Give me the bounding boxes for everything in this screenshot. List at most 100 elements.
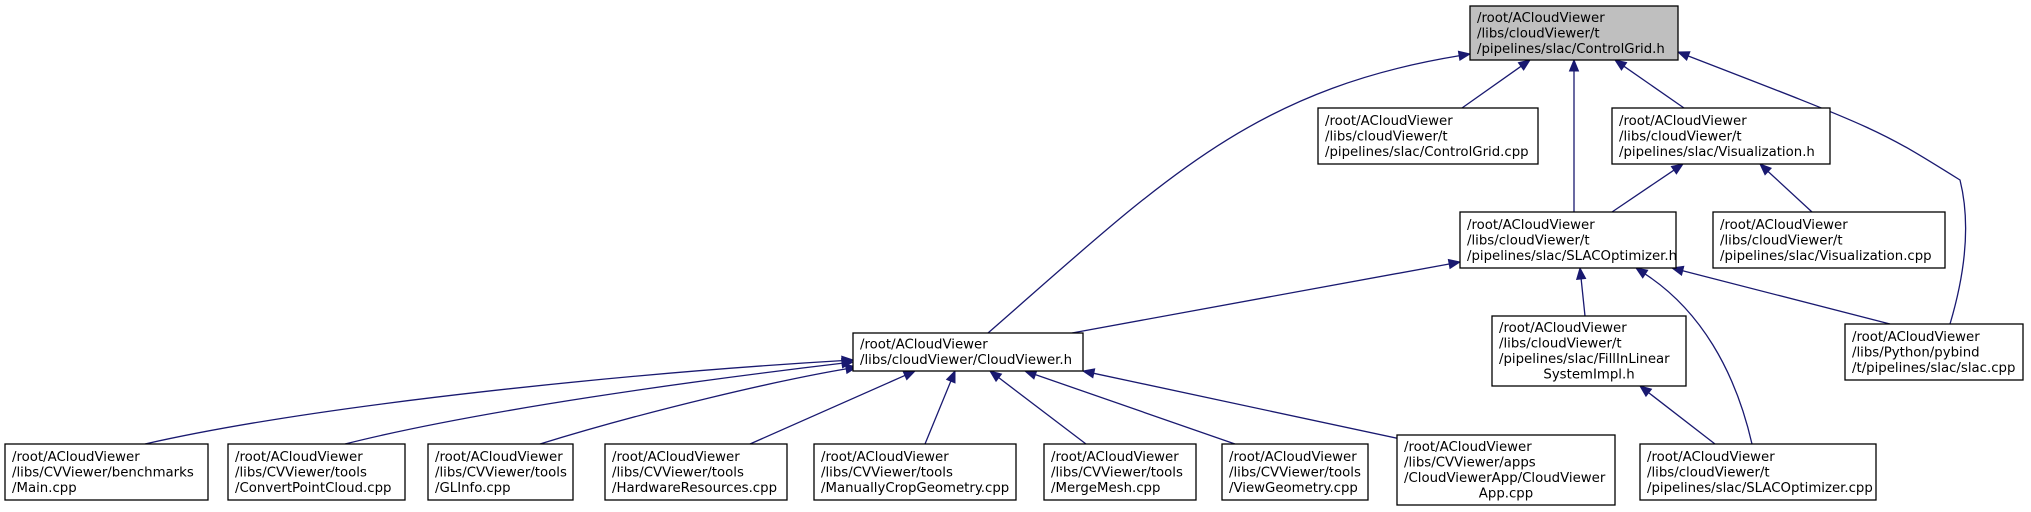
edge-line — [1071, 263, 1450, 334]
node-label-line: /root/ACloudViewer — [1720, 218, 1848, 233]
node-label-line: /libs/CVViewer/tools — [435, 465, 567, 480]
arrowhead-icon — [1447, 258, 1462, 270]
edge-cloudviewer_h-to-slacoptimizer_h — [1071, 258, 1462, 334]
node-slacoptimizer-cpp[interactable]: /root/ACloudViewer/libs/cloudViewer/t/pi… — [1639, 443, 1877, 501]
node-box — [1491, 315, 1687, 387]
edge-line — [998, 377, 1087, 445]
node-label-line: /root/ACloudViewer — [1467, 218, 1595, 233]
node-box — [1221, 443, 1369, 501]
node-label-line: /libs/Python/pybind — [1852, 345, 1980, 360]
node-label-line: /root/ACloudViewer — [1852, 330, 1980, 345]
node-label-line: /libs/CVViewer/tools — [1051, 465, 1183, 480]
node-box — [1043, 443, 1197, 501]
edge-line — [1035, 373, 1236, 445]
node-convertpointcloud-cpp[interactable]: /root/ACloudViewer/libs/CVViewer/tools/C… — [227, 443, 406, 501]
node-viewgeometry-cpp[interactable]: /root/ACloudViewer/libs/CVViewer/tools/V… — [1221, 443, 1369, 501]
node-label-line: /root/ACloudViewer — [1325, 114, 1453, 129]
arrowhead-icon — [1457, 50, 1472, 62]
arrowhead-icon — [1517, 59, 1532, 71]
edge-slacoptimizer_h-to-visualization_h — [1611, 163, 1685, 213]
edge-line — [987, 55, 1460, 334]
node-visualization-cpp[interactable]: /root/ACloudViewer/libs/cloudViewer/t/pi… — [1712, 211, 1946, 269]
node-cloudviewer-h[interactable]: /root/ACloudViewer/libs/cloudViewer/Clou… — [852, 332, 1084, 372]
node-box — [1639, 443, 1877, 501]
arrowhead-icon — [1568, 58, 1580, 72]
node-box — [813, 443, 1017, 501]
edge-line — [1648, 392, 1716, 445]
edge-controlgrid_cpp-to-controlgrid_h — [1461, 59, 1532, 109]
edge-cloudviewer_h-to-controlgrid_h — [987, 50, 1472, 334]
node-label-line: /CloudViewerApp/CloudViewer — [1404, 471, 1606, 486]
edge-line — [1767, 170, 1813, 213]
node-mergemesh-cpp[interactable]: /root/ACloudViewer/libs/CVViewer/tools/M… — [1043, 443, 1197, 501]
node-label-line: /libs/cloudViewer/t — [1325, 129, 1448, 144]
edge-fillinlinear_h-to-slacoptimizer_h — [1575, 266, 1587, 317]
node-label-line: /pipelines/slac/SLACOptimizer.h — [1467, 249, 1677, 264]
node-label-line: /root/ACloudViewer — [435, 450, 563, 465]
edge-line — [539, 368, 847, 445]
node-fillinlinear-h[interactable]: /root/ACloudViewer/libs/cloudViewer/t/pi… — [1491, 315, 1687, 387]
node-slac-cpp[interactable]: /root/ACloudViewer/libs/Python/pybind/t/… — [1844, 323, 2024, 381]
node-manuallycropgeometry-cpp[interactable]: /root/ACloudViewer/libs/CVViewer/tools/M… — [813, 443, 1017, 501]
node-box — [427, 443, 574, 501]
arrowhead-icon — [1759, 163, 1773, 176]
edge-hardwareresources_cpp-to-cloudviewer_h — [749, 370, 917, 445]
edge-convertpointcloud_cpp-to-cloudviewer_h — [344, 358, 855, 445]
edge-slac_cpp-to-slacoptimizer_h — [1670, 265, 1891, 325]
edge-line — [1611, 169, 1675, 213]
node-box — [227, 443, 406, 501]
edge-glinfo_cpp-to-cloudviewer_h — [539, 363, 859, 445]
edge-line — [1644, 273, 1753, 445]
edge-line — [1461, 65, 1522, 109]
node-label-line: /pipelines/slac/Visualization.cpp — [1720, 249, 1932, 264]
edge-slacoptimizer_h-to-controlgrid_h — [1568, 58, 1580, 212]
node-label-line: /root/ACloudViewer — [860, 338, 988, 353]
node-label-line: /ViewGeometry.cpp — [1229, 481, 1358, 496]
node-label-line: App.cpp — [1479, 487, 1533, 502]
node-label-line: /libs/cloudViewer/t — [1619, 129, 1742, 144]
node-glinfo-cpp[interactable]: /root/ACloudViewer/libs/CVViewer/tools/G… — [427, 443, 574, 501]
node-label-line: /HardwareResources.cpp — [612, 481, 777, 496]
node-label-line: /root/ACloudViewer — [1499, 321, 1627, 336]
node-slacoptimizer-h[interactable]: /root/ACloudViewer/libs/cloudViewer/t/pi… — [1459, 211, 1677, 269]
node-label-line: /pipelines/slac/FillInLinear — [1499, 352, 1670, 367]
node-hardwareresources-cpp[interactable]: /root/ACloudViewer/libs/CVViewer/tools/H… — [604, 443, 788, 501]
edge-line — [1093, 372, 1411, 442]
node-box — [604, 443, 788, 501]
node-label-line: /root/ACloudViewer — [1477, 11, 1605, 26]
arrowhead-icon — [902, 370, 917, 381]
node-label-line: /t/pipelines/slac/slac.cpp — [1852, 361, 2015, 376]
node-box — [1712, 211, 1946, 269]
node-label-line: /GLInfo.cpp — [435, 481, 511, 496]
node-label-line: /libs/cloudViewer/t — [1499, 337, 1622, 352]
node-label-line: /ConvertPointCloud.cpp — [235, 481, 391, 496]
arrowhead-icon — [1613, 59, 1628, 71]
node-label-line: /pipelines/slac/ControlGrid.h — [1477, 42, 1665, 57]
node-label-line: /libs/cloudViewer/t — [1477, 26, 1600, 41]
node-label-line: /root/ACloudViewer — [1229, 450, 1357, 465]
arrowhead-icon — [1575, 266, 1587, 280]
node-controlgrid-cpp[interactable]: /root/ACloudViewer/libs/cloudViewer/t/pi… — [1317, 107, 1539, 165]
edge-slac_cpp-to-controlgrid_h — [1676, 51, 1967, 325]
node-controlgrid-h[interactable]: /root/ACloudViewer/libs/cloudViewer/t/pi… — [1469, 5, 1679, 61]
node-label-line: /libs/CVViewer/tools — [821, 465, 953, 480]
edge-line — [1623, 65, 1685, 109]
arrowhead-icon — [1081, 368, 1096, 379]
node-label-line: /libs/CVViewer/tools — [1229, 465, 1361, 480]
arrowhead-icon — [988, 370, 1003, 383]
node-main-cpp[interactable]: /root/ACloudViewer/libs/CVViewer/benchma… — [4, 443, 209, 501]
edge-mergemesh_cpp-to-cloudviewer_h — [988, 370, 1087, 445]
node-label-line: /libs/CVViewer/tools — [612, 465, 744, 480]
node-box — [852, 332, 1084, 372]
edge-slacoptimizer_cpp-to-slacoptimizer_h — [1634, 267, 1753, 445]
node-visualization-h[interactable]: /root/ACloudViewer/libs/cloudViewer/t/pi… — [1611, 107, 1831, 165]
node-label-line: /pipelines/slac/ControlGrid.cpp — [1325, 145, 1529, 160]
node-box — [4, 443, 209, 501]
edge-visualization_cpp-to-visualization_h — [1759, 163, 1813, 213]
node-box — [1844, 323, 2024, 381]
node-cloudviewerapp-cpp[interactable]: /root/ACloudViewer/libs/CVViewer/apps/Cl… — [1396, 434, 1616, 506]
arrowhead-icon — [1638, 385, 1653, 398]
node-label-line: SystemImpl.h — [1543, 368, 1634, 383]
node-label-line: /root/ACloudViewer — [1404, 440, 1532, 455]
